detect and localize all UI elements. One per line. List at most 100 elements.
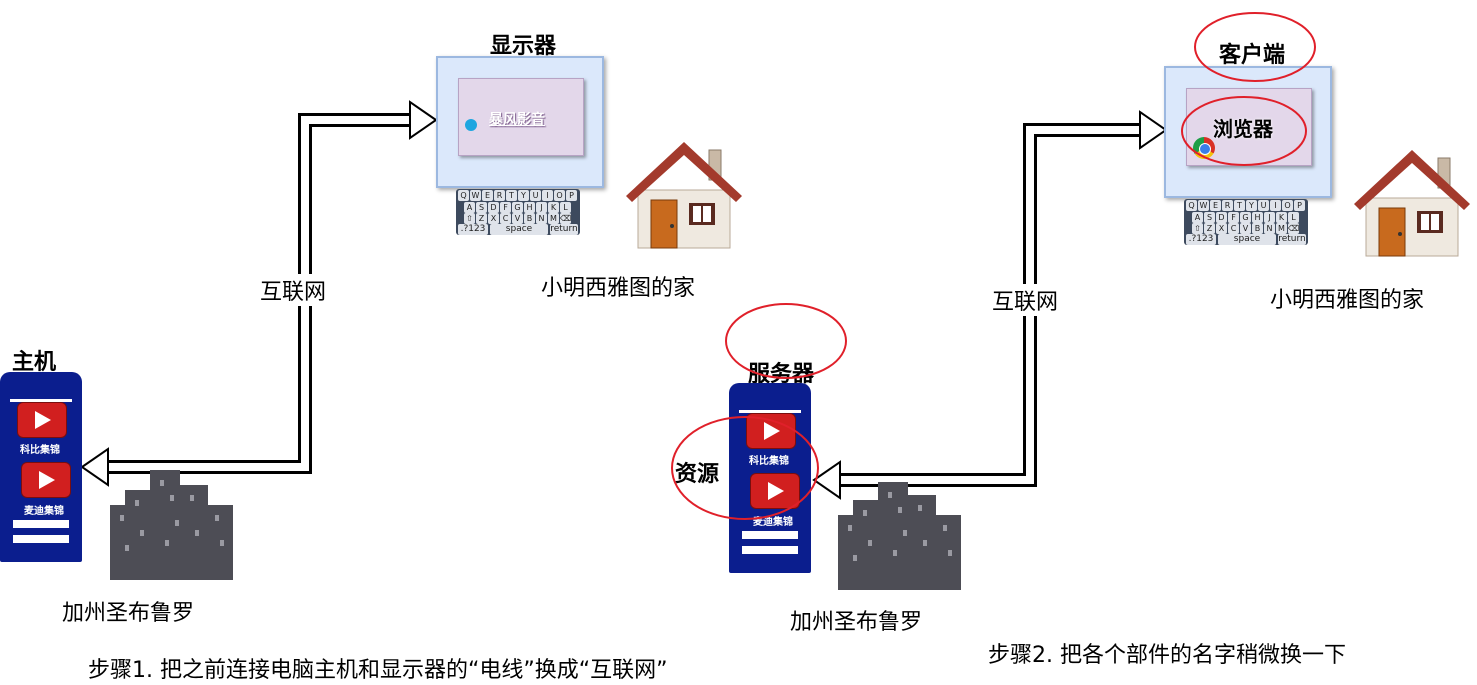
keyboard-key: N bbox=[1264, 223, 1275, 234]
keyboard-key: return bbox=[550, 224, 578, 235]
tower-slot bbox=[742, 531, 798, 539]
keyboard-key: G bbox=[512, 201, 523, 213]
home-label: 小明西雅图的家 bbox=[1270, 288, 1425, 313]
keyboard-key: P bbox=[566, 190, 577, 201]
keyboard-key: L bbox=[560, 201, 571, 213]
keyboard-key: ⌫ bbox=[560, 213, 572, 224]
keyboard-key: I bbox=[542, 190, 553, 201]
keyboard-key: S bbox=[476, 201, 487, 213]
keyboard-key: D bbox=[1216, 211, 1227, 223]
host-label: 主机 bbox=[12, 350, 57, 375]
keyboard-key: P bbox=[1294, 200, 1305, 211]
tower-slot bbox=[742, 546, 798, 554]
play-icon bbox=[746, 413, 796, 449]
host-tower: 科比集锦 麦迪集锦 bbox=[0, 372, 82, 562]
keyboard-key: H bbox=[524, 201, 535, 213]
keyboard-key: C bbox=[500, 213, 511, 224]
keyboard-key: K bbox=[548, 201, 559, 213]
tower-divider bbox=[10, 399, 72, 402]
keyboard-key: J bbox=[536, 201, 547, 213]
highlight-circle bbox=[1194, 12, 1316, 82]
keyboard-key: Q bbox=[458, 190, 469, 201]
keyboard-key: M bbox=[548, 213, 559, 224]
tower-slot bbox=[13, 535, 69, 543]
keyboard-key: V bbox=[512, 213, 523, 224]
keyboard-key: Y bbox=[1246, 200, 1257, 211]
keyboard-key: C bbox=[1228, 223, 1239, 234]
movie-title: 麦迪集锦 bbox=[753, 517, 793, 528]
keyboard-key: F bbox=[1228, 211, 1239, 223]
keyboard-key: E bbox=[1210, 200, 1221, 211]
keyboard-key: F bbox=[500, 201, 511, 213]
keyboard-key: Y bbox=[518, 190, 529, 201]
keyboard-key: .?123 bbox=[1186, 234, 1216, 245]
keyboard-key: I bbox=[1270, 200, 1281, 211]
keyboard-key: R bbox=[1222, 200, 1233, 211]
monitor: 暴风影音 bbox=[436, 56, 604, 188]
keyboard-key: R bbox=[494, 190, 505, 201]
keyboard-key: B bbox=[1252, 223, 1263, 234]
tower-slot bbox=[13, 520, 69, 528]
keyboard-key: Z bbox=[476, 213, 487, 224]
keyboard-key: X bbox=[1216, 223, 1227, 234]
monitor-screen: 暴风影音 bbox=[458, 78, 584, 156]
keyboard-key: D bbox=[488, 201, 499, 213]
monitor-label: 显示器 bbox=[490, 34, 557, 59]
play-icon bbox=[750, 473, 800, 509]
house-icon bbox=[1354, 150, 1470, 257]
keyboard-key: X bbox=[488, 213, 499, 224]
keyboard-key: V bbox=[1240, 223, 1251, 234]
play-icon bbox=[21, 462, 71, 498]
house-icon bbox=[626, 142, 742, 249]
movie-title: 麦迪集锦 bbox=[24, 506, 64, 517]
keyboard-key: O bbox=[1282, 200, 1293, 211]
resource-label: 资源 bbox=[675, 462, 720, 487]
keyboard-key: E bbox=[482, 190, 493, 201]
keyboard-key: G bbox=[1240, 211, 1251, 223]
keyboard-key: M bbox=[1276, 223, 1287, 234]
keyboard-key: B bbox=[524, 213, 535, 224]
movie-title: 科比集锦 bbox=[20, 445, 60, 456]
keyboard-key: space bbox=[1218, 234, 1276, 245]
keyboard-key: O bbox=[554, 190, 565, 201]
keyboard-key: ⇧ bbox=[1192, 223, 1203, 234]
keyboard-key: W bbox=[470, 190, 481, 201]
keyboard-key: Q bbox=[1186, 200, 1197, 211]
keyboard-key: space bbox=[490, 224, 548, 235]
play-icon bbox=[17, 402, 67, 438]
internet-label: 互联网 bbox=[258, 274, 329, 306]
keyboard-key: U bbox=[530, 190, 541, 201]
step1-caption: 步骤1. 把之前连接电脑主机和显示器的“电线”换成“互联网” bbox=[88, 658, 668, 683]
highlight-circle bbox=[671, 416, 819, 520]
keyboard-key: ⇧ bbox=[464, 213, 475, 224]
keyboard-key: T bbox=[1234, 200, 1245, 211]
player-app-name: 暴风影音 bbox=[489, 112, 545, 128]
keyboard-key: A bbox=[1192, 211, 1203, 223]
keyboard-key: W bbox=[1198, 200, 1209, 211]
keyboard-key: return bbox=[1278, 234, 1306, 245]
highlight-circle bbox=[1181, 96, 1307, 166]
server-tower: 科比集锦 麦迪集锦 bbox=[729, 383, 811, 573]
keyboard-key: U bbox=[1258, 200, 1269, 211]
home-label: 小明西雅图的家 bbox=[541, 276, 696, 301]
city-buildings-icon bbox=[110, 470, 233, 580]
keyboard-key: H bbox=[1252, 211, 1263, 223]
keyboard-key: K bbox=[1276, 211, 1287, 223]
city-label: 加州圣布鲁罗 bbox=[790, 610, 923, 635]
keyboard-key: Z bbox=[1204, 223, 1215, 234]
browser-label: 浏览器 bbox=[1213, 117, 1273, 141]
city-label: 加州圣布鲁罗 bbox=[62, 601, 195, 626]
keyboard-key: S bbox=[1204, 211, 1215, 223]
city-buildings-icon bbox=[838, 482, 961, 590]
keyboard-key: .?123 bbox=[458, 224, 488, 235]
internet-label: 互联网 bbox=[990, 284, 1061, 316]
step2-caption: 步骤2. 把各个部件的名字稍微换一下 bbox=[988, 643, 1346, 668]
keyboard-key: J bbox=[1264, 211, 1275, 223]
keyboard-key: N bbox=[536, 213, 547, 224]
keyboard-key: T bbox=[506, 190, 517, 201]
client-label: 客户端 bbox=[1219, 43, 1286, 68]
